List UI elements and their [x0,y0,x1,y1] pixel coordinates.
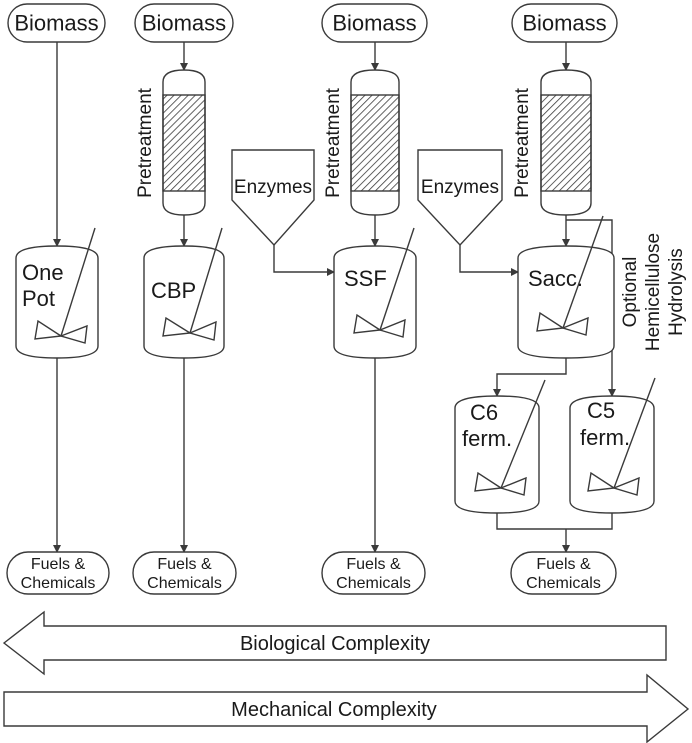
biomass-input: Biomass [511,3,618,43]
biomass-label: Biomass [14,11,98,36]
output-label: Fuels & [536,556,591,573]
agitator-icon [474,379,546,496]
reactor-label: ferm. [462,426,512,451]
reactor-c6-ferm: C6 ferm. [454,379,546,514]
biomass-label: Biomass [142,11,226,36]
edge-sacc-c6 [493,358,567,397]
pretreatment-vessel: Pretreatment [512,69,592,216]
reactor-label: Sacc. [528,266,583,291]
enzyme-hopper: Enzymes [231,149,315,247]
reactor-ssf: SSF [333,227,417,359]
reactors: One Pot CBP SSF [15,215,656,514]
agitator-icon [587,377,656,496]
biomass-input: Biomass [134,3,234,43]
biomass-inputs: Biomass Biomass Biomass Biomass [7,3,618,43]
biological-complexity-label: Biological Complexity [240,633,430,655]
product-outputs: Fuels & Chemicals Fuels & Chemicals Fuel… [6,551,617,595]
output-label: Fuels & [157,556,212,573]
output-label: Fuels & [31,556,86,573]
biomass-label: Biomass [522,11,606,36]
pretreatment-label: Pretreatment [512,87,533,198]
fuels-chemicals-output: Fuels & Chemicals [321,551,426,595]
agitator-icon [536,215,604,336]
mechanical-complexity-label: Mechanical Complexity [231,699,437,721]
biomass-label: Biomass [332,11,416,36]
enzymes-label: Enzymes [421,177,499,198]
reactor-sacc: Sacc. [517,215,615,359]
output-label: Chemicals [526,575,601,592]
pretreatment-vessel: Pretreatment [135,69,206,216]
connectors [53,42,616,553]
fuels-chemicals-output: Fuels & Chemicals [6,551,110,595]
reactor-label: C6 [470,400,498,425]
fuels-chemicals-output: Fuels & Chemicals [132,551,237,595]
enzyme-hopper: Enzymes [417,149,503,247]
reactor-label: C5 [587,398,615,423]
agitator-icon [353,227,415,338]
pretreatment-vessel: Pretreatment [323,69,400,216]
optional-hydrolysis-label: Optional Hemicellulose Hydrolysis [620,233,687,351]
reactor-label: ferm. [580,425,630,450]
pretreatment-vessels: Pretreatment Pretreatment Pretreatment [135,69,592,216]
enzyme-hoppers: Enzymes Enzymes [231,149,503,247]
biomass-input: Biomass [7,3,106,43]
edge-enzymes2-sacc [459,245,519,276]
output-label: Fuels & [346,556,401,573]
optional-label: Hemicellulose [643,233,664,351]
pretreatment-label: Pretreatment [323,87,344,198]
pretreatment-label: Pretreatment [135,87,156,198]
output-label: Chemicals [21,575,96,592]
edge-enzymes1-ssf [273,245,335,276]
reactor-cbp: CBP [143,227,225,359]
output-label: Chemicals [147,575,222,592]
enzymes-label: Enzymes [234,177,312,198]
biomass-input: Biomass [321,3,428,43]
biological-complexity-arrow: Biological Complexity [2,610,667,676]
reactor-label: One [22,260,64,285]
output-label: Chemicals [336,575,411,592]
reactor-label: CBP [151,278,196,303]
edge-ferm-merge [496,513,613,530]
mechanical-complexity-arrow: Mechanical Complexity [3,673,690,743]
reactor-one-pot: One Pot [15,227,99,359]
optional-label: Hydrolysis [666,248,687,336]
agitator-icon [34,227,96,344]
reactor-c5-ferm: C5 ferm. [569,377,656,514]
reactor-label: SSF [344,266,387,291]
reactor-label: Pot [22,286,55,311]
agitator-icon [162,227,223,341]
fuels-chemicals-output: Fuels & Chemicals [510,551,617,595]
optional-label: Optional [620,257,641,328]
